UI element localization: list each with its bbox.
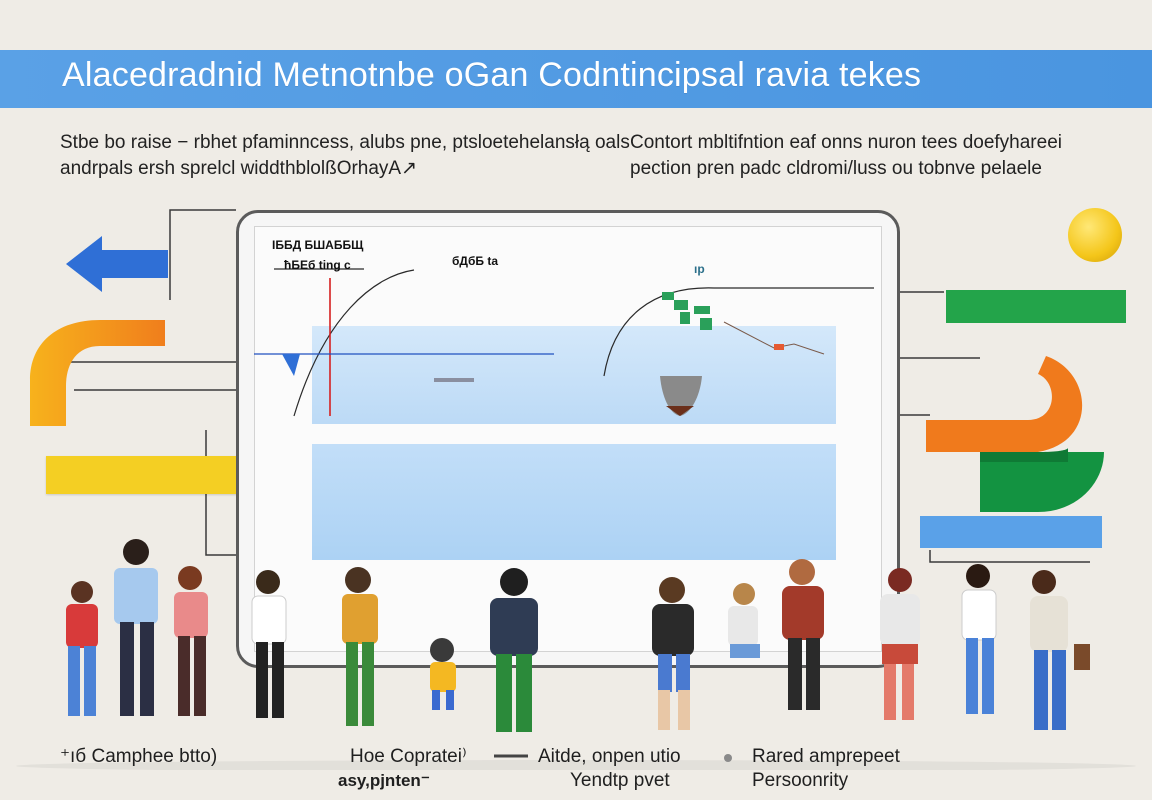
- person-12: [961, 564, 997, 714]
- person-13: [1030, 570, 1090, 730]
- screen-label-ip: ıp: [694, 262, 705, 276]
- screen-band-bottom: [312, 444, 836, 560]
- screen-band-top: [312, 326, 836, 424]
- green-bar-shape: [946, 290, 1126, 323]
- footer-item-1: ⁺ıб Camphee btto): [60, 746, 218, 767]
- screen-label-top: IББД БШАББЩ: [272, 238, 364, 252]
- title-banner: [0, 50, 1152, 108]
- footer-item-3-sub: Yendtp pvet: [570, 770, 670, 791]
- screen-diagram-lines: [254, 268, 874, 417]
- person-10: [782, 559, 824, 710]
- footer-item-4: Rared amprepeet: [752, 746, 900, 767]
- left-orange-hook-shape: [30, 320, 165, 426]
- screen-label-mid: бДбБ ta: [452, 254, 499, 268]
- footer-item-2: Hoe Copratei⁾: [350, 746, 467, 767]
- right-orange-green-hook-shape: [926, 356, 1104, 512]
- screen-label-sub: ħБЕб ting c: [284, 258, 351, 272]
- footer-item-3: Aitde, onpen utio: [538, 746, 681, 767]
- person-4: [251, 570, 287, 718]
- footer-bullet-icon: [724, 754, 732, 762]
- person-7: [490, 568, 538, 732]
- intro-right-text: Contort mbltifntion eaf onns nuron tees …: [630, 132, 1062, 179]
- person-6-child: [430, 638, 456, 710]
- gold-ball-shape: [1068, 208, 1122, 262]
- person-2: [114, 539, 158, 716]
- person-11: [880, 568, 920, 720]
- people-crowd: [16, 539, 1136, 770]
- footer-item-2-sub: asy,pjnten⁻: [338, 771, 430, 790]
- person-3: [174, 566, 208, 716]
- person-5: [342, 567, 378, 726]
- person-9: [728, 583, 760, 658]
- page-title: Alacedradnid Metnotnbe oGan Codntincipsa…: [62, 56, 922, 94]
- blue-bar-right-shape: [920, 516, 1102, 548]
- footer-arrow-icon: [494, 754, 528, 758]
- intro-left-text: Stbe bo raise − rbhet pfaminncess, alubs…: [60, 132, 630, 179]
- person-8: [652, 577, 694, 730]
- left-arrow-shape: [66, 236, 168, 292]
- person-1: [66, 581, 98, 716]
- footer-item-4-sub: Persoonrity: [752, 770, 849, 791]
